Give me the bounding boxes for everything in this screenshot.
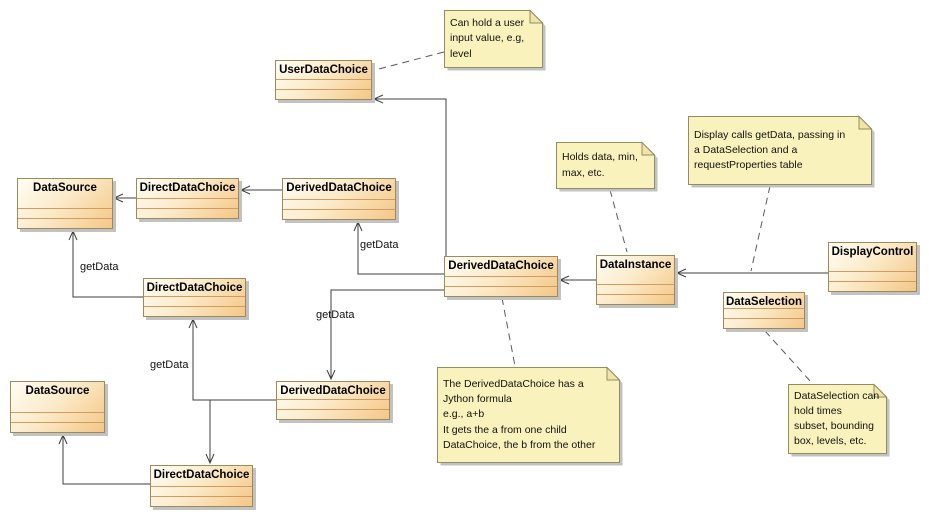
class-name: DirectDataChoice <box>139 182 236 194</box>
edge-label-getdata-2: getData <box>360 239 399 251</box>
methods-compartment <box>724 318 804 328</box>
note-display-calls[interactable]: Display calls getData, passing in a Data… <box>688 115 875 188</box>
note-user-input[interactable]: Can hold a user input value, e.g, level <box>444 9 546 71</box>
note-shape <box>788 383 890 457</box>
note-link-note-display-calls-to-display-control-data-instance-link <box>750 185 771 272</box>
class-data-instance[interactable]: DataInstance <box>596 255 675 305</box>
note-fold-corner-icon <box>858 115 873 130</box>
class-name: DirectDataChoice <box>146 282 243 294</box>
class-name: DirectDataChoice <box>153 469 250 481</box>
class-data-source-bottom[interactable]: DataSource <box>10 381 105 433</box>
methods-compartment <box>18 218 112 228</box>
class-name: DerivedDataChoice <box>286 182 392 194</box>
note-shape <box>688 115 875 188</box>
class-name: UserDataChoice <box>279 64 368 76</box>
class-name: DataSource <box>33 182 97 194</box>
note-text: The DerivedDataChoice has a Jython formu… <box>443 377 596 451</box>
methods-compartment <box>829 281 916 291</box>
note-fold-corner-icon <box>529 9 544 24</box>
methods-compartment <box>11 422 104 432</box>
class-derived-data-choice-bottom[interactable]: DerivedDataChoice <box>276 381 390 420</box>
methods-compartment <box>144 306 245 316</box>
note-jython[interactable]: The DerivedDataChoice has a Jython formu… <box>437 366 623 466</box>
note-text: Holds data, min, max, etc. <box>562 151 638 179</box>
edge-derived-data-choice-center-to-user-data-choice <box>372 94 447 256</box>
edge-derived-data-choice-center-to-derived-data-choice-bottom <box>326 289 444 381</box>
attributes-compartment <box>445 276 557 286</box>
note-fold-corner-icon <box>873 383 888 398</box>
note-data-selection[interactable]: DataSelection can hold times subset, bou… <box>788 383 890 457</box>
edge-derived-data-choice-center-to-derived-data-choice-top <box>353 220 444 275</box>
edge-direct-data-choice-mid-to-data-source-top <box>68 229 143 298</box>
methods-compartment <box>445 286 557 296</box>
attributes-compartment <box>597 284 674 294</box>
attributes-compartment <box>18 208 112 218</box>
attributes-compartment <box>151 486 252 496</box>
methods-compartment <box>151 496 252 506</box>
attributes-compartment <box>11 412 104 422</box>
class-data-source-top[interactable]: DataSource <box>17 178 113 229</box>
class-display-control[interactable]: DisplayControl <box>828 242 917 292</box>
class-derived-data-choice-top[interactable]: DerivedDataChoice <box>282 178 396 220</box>
methods-compartment <box>137 208 238 218</box>
attributes-compartment <box>276 79 371 89</box>
class-derived-data-choice-center[interactable]: DerivedDataChoice <box>444 256 558 297</box>
class-name: DerivedDataChoice <box>448 260 554 272</box>
methods-compartment <box>283 209 395 219</box>
class-name: DataInstance <box>599 259 672 271</box>
edge-label-getdata-3: getData <box>316 309 355 321</box>
note-fold-corner-icon <box>606 366 621 381</box>
attributes-compartment <box>283 199 395 209</box>
class-direct-data-choice-bottom[interactable]: DirectDataChoice <box>150 465 253 507</box>
class-name: DisplayControl <box>831 246 914 258</box>
methods-compartment <box>597 294 674 304</box>
attributes-compartment <box>144 296 245 306</box>
methods-compartment <box>276 89 371 99</box>
class-name: DataSource <box>25 385 90 397</box>
attributes-compartment <box>829 271 916 281</box>
edge-direct-data-choice-bottom-to-data-source-bottom <box>58 433 150 485</box>
class-name: DataSelection <box>725 296 803 308</box>
note-fold-corner-icon <box>641 141 656 156</box>
methods-compartment <box>277 409 389 419</box>
class-name: DerivedDataChoice <box>280 385 386 397</box>
edge-label-getdata-1: getData <box>80 261 119 273</box>
note-shape <box>556 141 658 192</box>
edge-label-getdata-4: getData <box>150 359 189 371</box>
note-holds-data[interactable]: Holds data, min, max, etc. <box>556 141 658 192</box>
note-shape <box>437 366 623 466</box>
class-user-data-choice[interactable]: UserDataChoice <box>275 60 372 100</box>
note-text: Can hold a user input value, e.g, level <box>450 17 525 60</box>
class-direct-data-choice-mid[interactable]: DirectDataChoice <box>143 278 246 317</box>
attributes-compartment <box>137 198 238 208</box>
class-direct-data-choice-top[interactable]: DirectDataChoice <box>136 178 239 219</box>
attributes-compartment <box>277 399 389 409</box>
attributes-compartment <box>724 308 804 318</box>
note-link-note-holds-data-to-data-instance <box>609 189 628 253</box>
note-text: DataSelection can hold times subset, bou… <box>794 389 880 448</box>
note-text: Display calls getData, passing in a Data… <box>694 128 846 172</box>
class-data-selection[interactable]: DataSelection <box>723 292 805 329</box>
note-shape <box>444 9 546 71</box>
edge-derived-data-choice-bottom-to-direct-data-choice-bottom <box>205 399 276 465</box>
